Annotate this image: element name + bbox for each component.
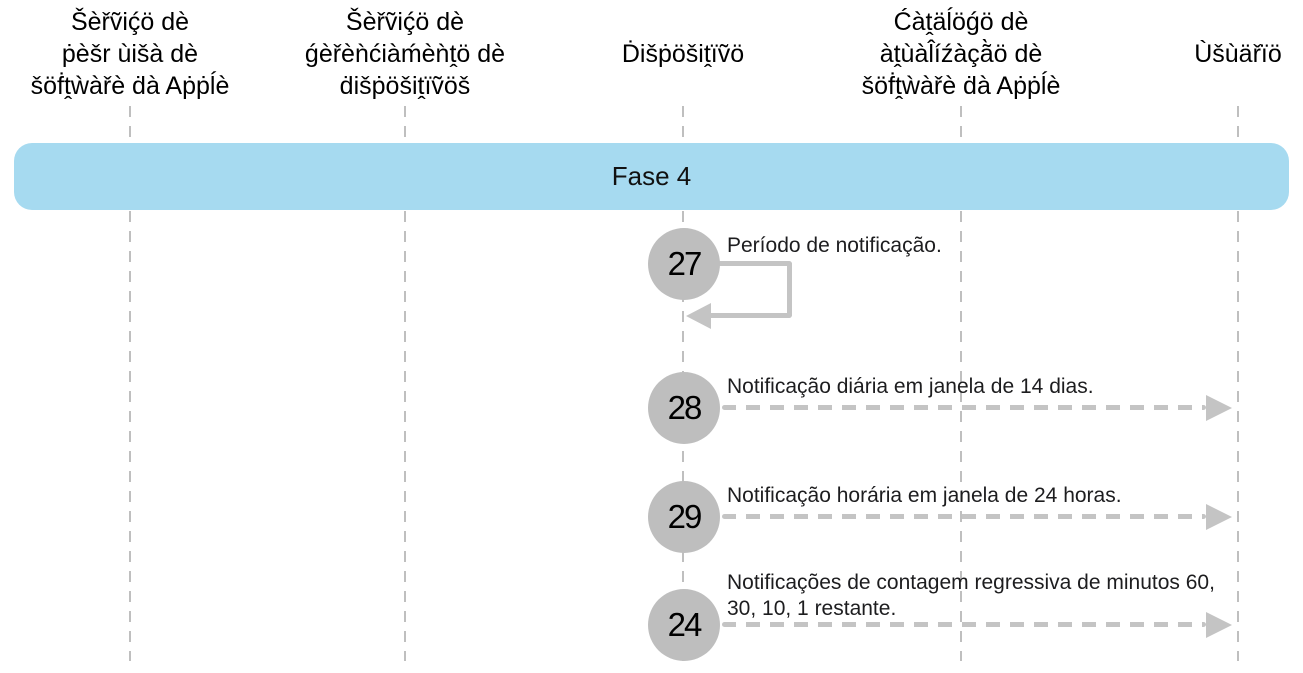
actor-device: Ḋišṗöšiṱïṽö — [533, 0, 833, 108]
arrowhead-right-icon — [1206, 504, 1232, 530]
step-label: Notificações de contagem regressiva de m… — [727, 571, 1215, 620]
step-number-badge: 28 — [648, 372, 720, 444]
lifeline-stub — [960, 106, 962, 142]
phase-label: Fase 4 — [611, 161, 692, 191]
lifeline — [1237, 211, 1239, 661]
actor-label: Šèřṽiḉö dè ǵèřèǹćiàḿèǹṱö dè ḋišṗöšiṱïṽöš — [304, 8, 506, 100]
lifeline-stub — [404, 106, 406, 142]
message-arrow-device-to-user — [722, 405, 1206, 410]
message-arrow-device-to-user — [722, 514, 1206, 519]
step-number-badge: 24 — [648, 589, 720, 661]
actor-device-management-service: Šèřṽiḉö dè ǵèřèǹćiàḿèǹṱö dè ḋišṗöšiṱïṽöš — [255, 0, 555, 108]
step-number: 27 — [667, 245, 703, 282]
lifeline — [960, 211, 962, 661]
arrowhead-right-icon — [1206, 612, 1232, 638]
step-number-badge: 27 — [648, 228, 720, 300]
step-number: 24 — [667, 606, 703, 643]
lifeline — [404, 211, 406, 661]
actor-apple-software-lookup-service: Šèřṽiḉö dè ṗèšr ùišà dè šöḟṱẁàřè ḋà Aṗṗĺ… — [0, 0, 280, 108]
actor-label: Ćàṱäĺöǵö dè àṱùàl̂íźàçã̀ö dè šöḟṱẁàřè ḋà… — [861, 8, 1061, 100]
self-loop-arrow — [706, 261, 792, 318]
phase-bar: Fase 4 — [14, 143, 1289, 210]
lifeline-stub — [682, 106, 684, 142]
step-number: 29 — [667, 498, 703, 535]
actor-label: Šèřṽiḉö dè ṗèšr ùišà dè šöḟṱẁàřè ḋà Aṗṗĺ… — [30, 8, 230, 100]
step-label: Notificação horária em janela de 24 hora… — [727, 484, 1122, 507]
step-number-badge: 29 — [648, 481, 720, 553]
actor-apple-software-update-catalog: Ćàṱäĺöǵö dè àṱùàl̂íźàçã̀ö dè šöḟṱẁàřè ḋà… — [811, 0, 1111, 108]
message-arrow-device-to-user — [722, 622, 1206, 627]
actor-label: Ḋišṗöšiṱïṽö — [621, 40, 745, 68]
step-number: 28 — [667, 389, 703, 426]
lifeline — [129, 211, 131, 661]
lifeline-stub — [1237, 106, 1239, 142]
arrowhead-right-icon — [1206, 395, 1232, 421]
lifeline-stub — [129, 106, 131, 142]
actor-user: Ùšùäřïö — [1088, 0, 1303, 108]
step-label: Período de notificação. — [727, 234, 942, 257]
self-loop-arrowhead-icon — [686, 303, 711, 329]
step-label: Notificação diária em janela de 14 dias. — [727, 375, 1094, 398]
actor-label: Ùšùäřïö — [1194, 40, 1282, 68]
